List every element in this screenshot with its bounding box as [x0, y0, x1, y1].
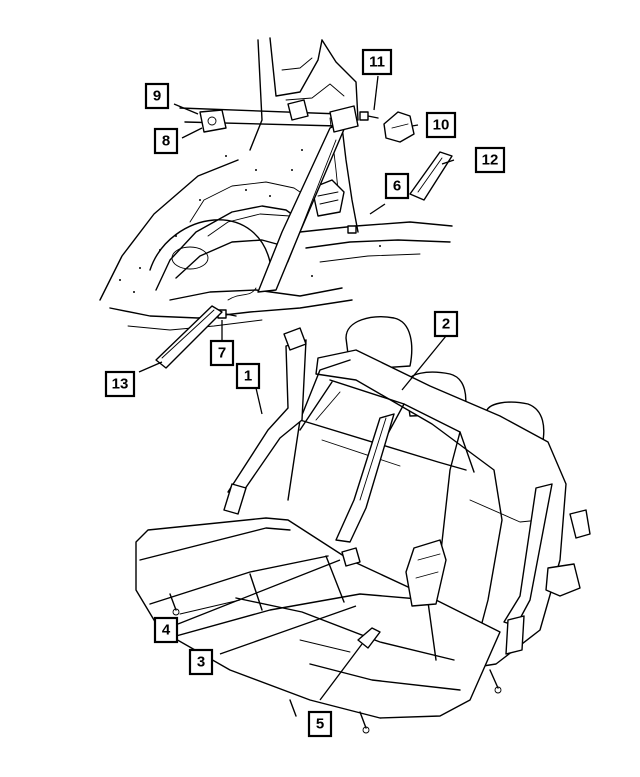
- callout-11: 11: [361, 48, 393, 76]
- leader-9: [173, 103, 199, 115]
- quarter-panel-illustration: [99, 37, 453, 369]
- callout-10: 10: [425, 111, 457, 139]
- callout-6: 6: [384, 172, 410, 200]
- leader-8: [181, 127, 203, 139]
- leader-1: [255, 387, 263, 415]
- callout-12: 12: [474, 146, 506, 174]
- leader-3: [219, 605, 357, 655]
- leader-12: [441, 159, 455, 165]
- leader-4: [177, 559, 341, 625]
- callout-5: 5: [307, 710, 333, 738]
- callout-3: 3: [188, 648, 214, 676]
- callout-5-label: 5: [316, 716, 324, 733]
- callout-12-label: 12: [482, 152, 499, 169]
- callout-10-label: 10: [433, 117, 450, 134]
- callout-4-label: 4: [162, 622, 171, 639]
- leader-6: [369, 203, 386, 215]
- callout-9: 9: [144, 82, 170, 110]
- leader-5: [319, 643, 363, 701]
- callout-8: 8: [153, 127, 179, 155]
- callout-6-label: 6: [393, 178, 401, 195]
- leader-11: [373, 75, 379, 111]
- leader-10: [411, 124, 419, 127]
- callout-1: 1: [235, 362, 261, 390]
- callout-4: 4: [153, 616, 179, 644]
- callout-9-label: 9: [153, 88, 161, 105]
- leader-lines: [138, 75, 455, 701]
- leader-2: [401, 335, 447, 391]
- callout-7: 7: [209, 339, 235, 367]
- callout-13-label: 13: [112, 376, 129, 393]
- callout-2: 2: [433, 310, 459, 338]
- callout-1-label: 1: [244, 368, 252, 385]
- rear-bench-seat-illustration: [135, 316, 591, 734]
- callout-2-label: 2: [442, 316, 450, 333]
- callout-13: 13: [104, 370, 136, 398]
- callout-8-label: 8: [162, 133, 170, 150]
- leader-13: [138, 361, 163, 373]
- callout-7-label: 7: [218, 345, 226, 362]
- callout-11-label: 11: [369, 54, 385, 71]
- callout-3-label: 3: [197, 654, 205, 671]
